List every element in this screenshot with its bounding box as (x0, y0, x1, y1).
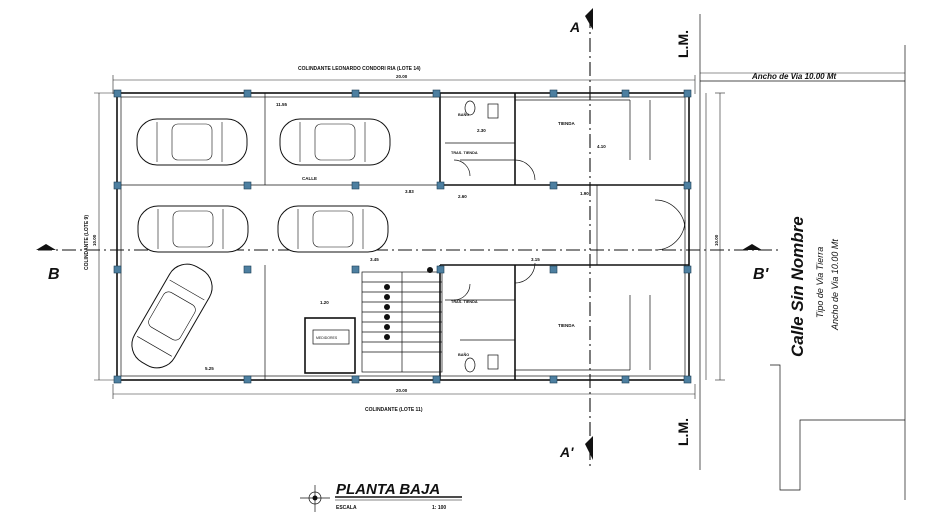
dim-label-9: 1.20 (320, 300, 329, 305)
dim-label-7: 4.10 (597, 144, 606, 149)
plan-title: PLANTA BAJA (336, 481, 440, 498)
meter-room: MEDIDORES (304, 317, 356, 374)
garage-label: CALLE (302, 176, 317, 181)
section-label-a-prime: A' (559, 444, 574, 460)
bath-top-label: BAÑO (458, 112, 469, 117)
car-bottom-angled (131, 263, 213, 369)
section-label-a: A (569, 19, 580, 35)
dim-label-6: 2.30 (477, 128, 486, 133)
section-arrow-b-left: B (36, 244, 60, 283)
car-top-left (136, 118, 248, 166)
dim-label-1: 11.55 (276, 102, 288, 107)
scale-value: 1: 100 (432, 505, 446, 511)
meter-room-label: MEDIDORES (316, 336, 338, 340)
storage-bottom-label: TRAS. TIENDA (451, 300, 478, 304)
dim-label-10: 5.25 (205, 366, 214, 371)
interior-walls (117, 93, 689, 380)
street-type: Tipo de Via Tierra (815, 247, 825, 318)
exterior-wall (116, 92, 690, 381)
dimension-top-total: 20.00 (396, 74, 408, 79)
dimension-left-total: 10.00 (92, 234, 97, 246)
section-label-b: B (48, 266, 60, 283)
street-area (700, 45, 906, 500)
boundary-bottom-label: COLINDANTE (LOTE 11) (365, 407, 423, 413)
street-width: Ancho de Via 10.00 Mt (830, 239, 840, 331)
boundary-left-label: COLINDANTE (LOTE 9) (84, 215, 90, 270)
structural-columns (113, 89, 692, 384)
doors (453, 159, 686, 301)
dim-label-3: 3.45 (370, 257, 379, 262)
dimension-right: 10.00 (705, 92, 725, 381)
section-arrow-a-top: A (569, 8, 593, 35)
dim-label-5: 3.15 (531, 257, 540, 262)
dimension-bottom: 20.00 (112, 384, 696, 399)
street-width-top: Ancho de Via 10.00 Mt (751, 72, 837, 81)
title-block: PLANTA BAJA ESCALA 1: 100 (300, 481, 462, 512)
storage-top-label: TRAS. TIENDA (451, 151, 478, 155)
dim-label-4: 1.90 (580, 191, 589, 196)
bath-fixtures (464, 100, 499, 373)
car-middle-left (137, 205, 249, 253)
boundary-top-label: COLINDANTE LEONARDO CONDORI RIA (LOTE 14… (298, 66, 421, 72)
dimension-bottom-total: 20.00 (396, 388, 408, 393)
shop-top-label: TIENDA (558, 121, 576, 126)
bath-bottom-label: BAÑO (458, 352, 469, 357)
car-top-middle (279, 118, 391, 166)
car-middle-right (277, 205, 389, 253)
dimension-right-total: 10.00 (714, 234, 719, 246)
dimension-top: 20.00 (112, 74, 696, 94)
limit-label-bottom: L.M. (675, 418, 691, 446)
dim-label-8: 2.60 (458, 194, 467, 199)
staircase (361, 267, 443, 373)
dimension-left: 10.00 (92, 92, 118, 381)
scale-label: ESCALA (336, 505, 357, 511)
dim-label-2: 3.83 (405, 189, 414, 194)
limit-label-top: L.M. (675, 30, 691, 58)
street-name: Calle Sin Nombre (788, 216, 807, 357)
shop-bottom-label: TIENDA (558, 323, 576, 328)
section-label-b-prime: B' (753, 266, 770, 283)
section-arrow-b-right: B' (742, 244, 770, 283)
section-arrow-a-bottom: A' (559, 436, 593, 460)
